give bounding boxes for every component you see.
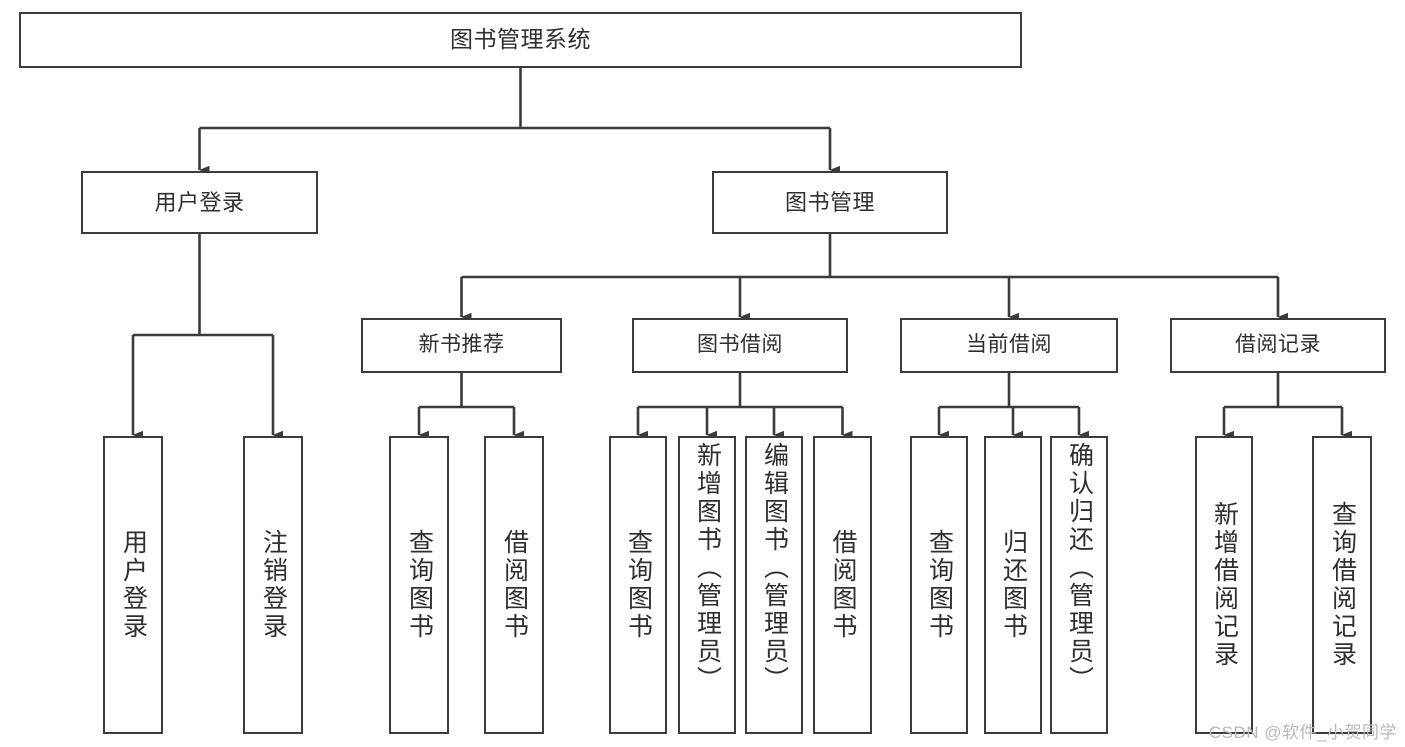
node-label: 图书借阅 [697, 333, 783, 357]
node-leaf-2[interactable]: 注销登录 [243, 436, 303, 734]
node-login[interactable]: 用户登录 [81, 171, 318, 234]
node-leaf-4[interactable]: 借阅图书 [484, 436, 544, 734]
node-leaf-6[interactable]: 新增图书（管理员） [678, 436, 736, 734]
node-records[interactable]: 借阅记录 [1170, 318, 1386, 373]
node-borrow[interactable]: 图书借阅 [632, 318, 848, 373]
node-label: 用户登录 [154, 189, 245, 215]
node-leaf-7[interactable]: 编辑图书（管理员） [745, 436, 803, 734]
node-label: 查询图书 [405, 529, 434, 641]
node-label: 新增借阅记录 [1210, 501, 1239, 669]
node-label: 图书管理系统 [450, 26, 591, 53]
node-label: 查询图书 [624, 529, 653, 641]
node-label: 图书管理 [784, 189, 875, 215]
node-bookmgmt[interactable]: 图书管理 [712, 171, 948, 234]
node-leaf-9[interactable]: 查询图书 [910, 436, 968, 734]
node-leaf-3[interactable]: 查询图书 [389, 436, 449, 734]
node-label: 归还图书 [999, 529, 1028, 641]
node-label: 查询图书 [925, 529, 954, 641]
node-leaf-13[interactable]: 查询借阅记录 [1312, 436, 1372, 734]
node-leaf-10[interactable]: 归还图书 [984, 436, 1042, 734]
node-leaf-8[interactable]: 借阅图书 [813, 436, 872, 734]
node-label: 新增图书（管理员） [693, 442, 722, 694]
node-leaf-5[interactable]: 查询图书 [609, 436, 667, 734]
node-label: 用户登录 [119, 529, 148, 641]
node-label: 查询借阅记录 [1328, 501, 1357, 669]
node-label: 借阅图书 [829, 529, 857, 641]
node-label: 借阅记录 [1235, 333, 1321, 357]
node-leaf-11[interactable]: 确认归还（管理员） [1050, 436, 1108, 734]
node-label: 确认归还（管理员） [1065, 442, 1094, 694]
csdn-watermark: CSDN @软件_小贺同学 [1208, 723, 1397, 742]
node-label: 借阅图书 [500, 529, 529, 641]
edge-group [131, 68, 1352, 440]
node-label: 注销登录 [259, 529, 288, 641]
node-label: 新书推荐 [418, 333, 505, 357]
node-label: 当前借阅 [966, 333, 1052, 357]
node-leaf-12[interactable]: 新增借阅记录 [1195, 436, 1253, 734]
node-root[interactable]: 图书管理系统 [19, 12, 1022, 68]
node-leaf-1[interactable]: 用户登录 [103, 436, 163, 734]
node-newrec[interactable]: 新书推荐 [361, 318, 562, 373]
node-label: 编辑图书（管理员） [760, 442, 789, 694]
node-current[interactable]: 当前借阅 [900, 318, 1118, 373]
